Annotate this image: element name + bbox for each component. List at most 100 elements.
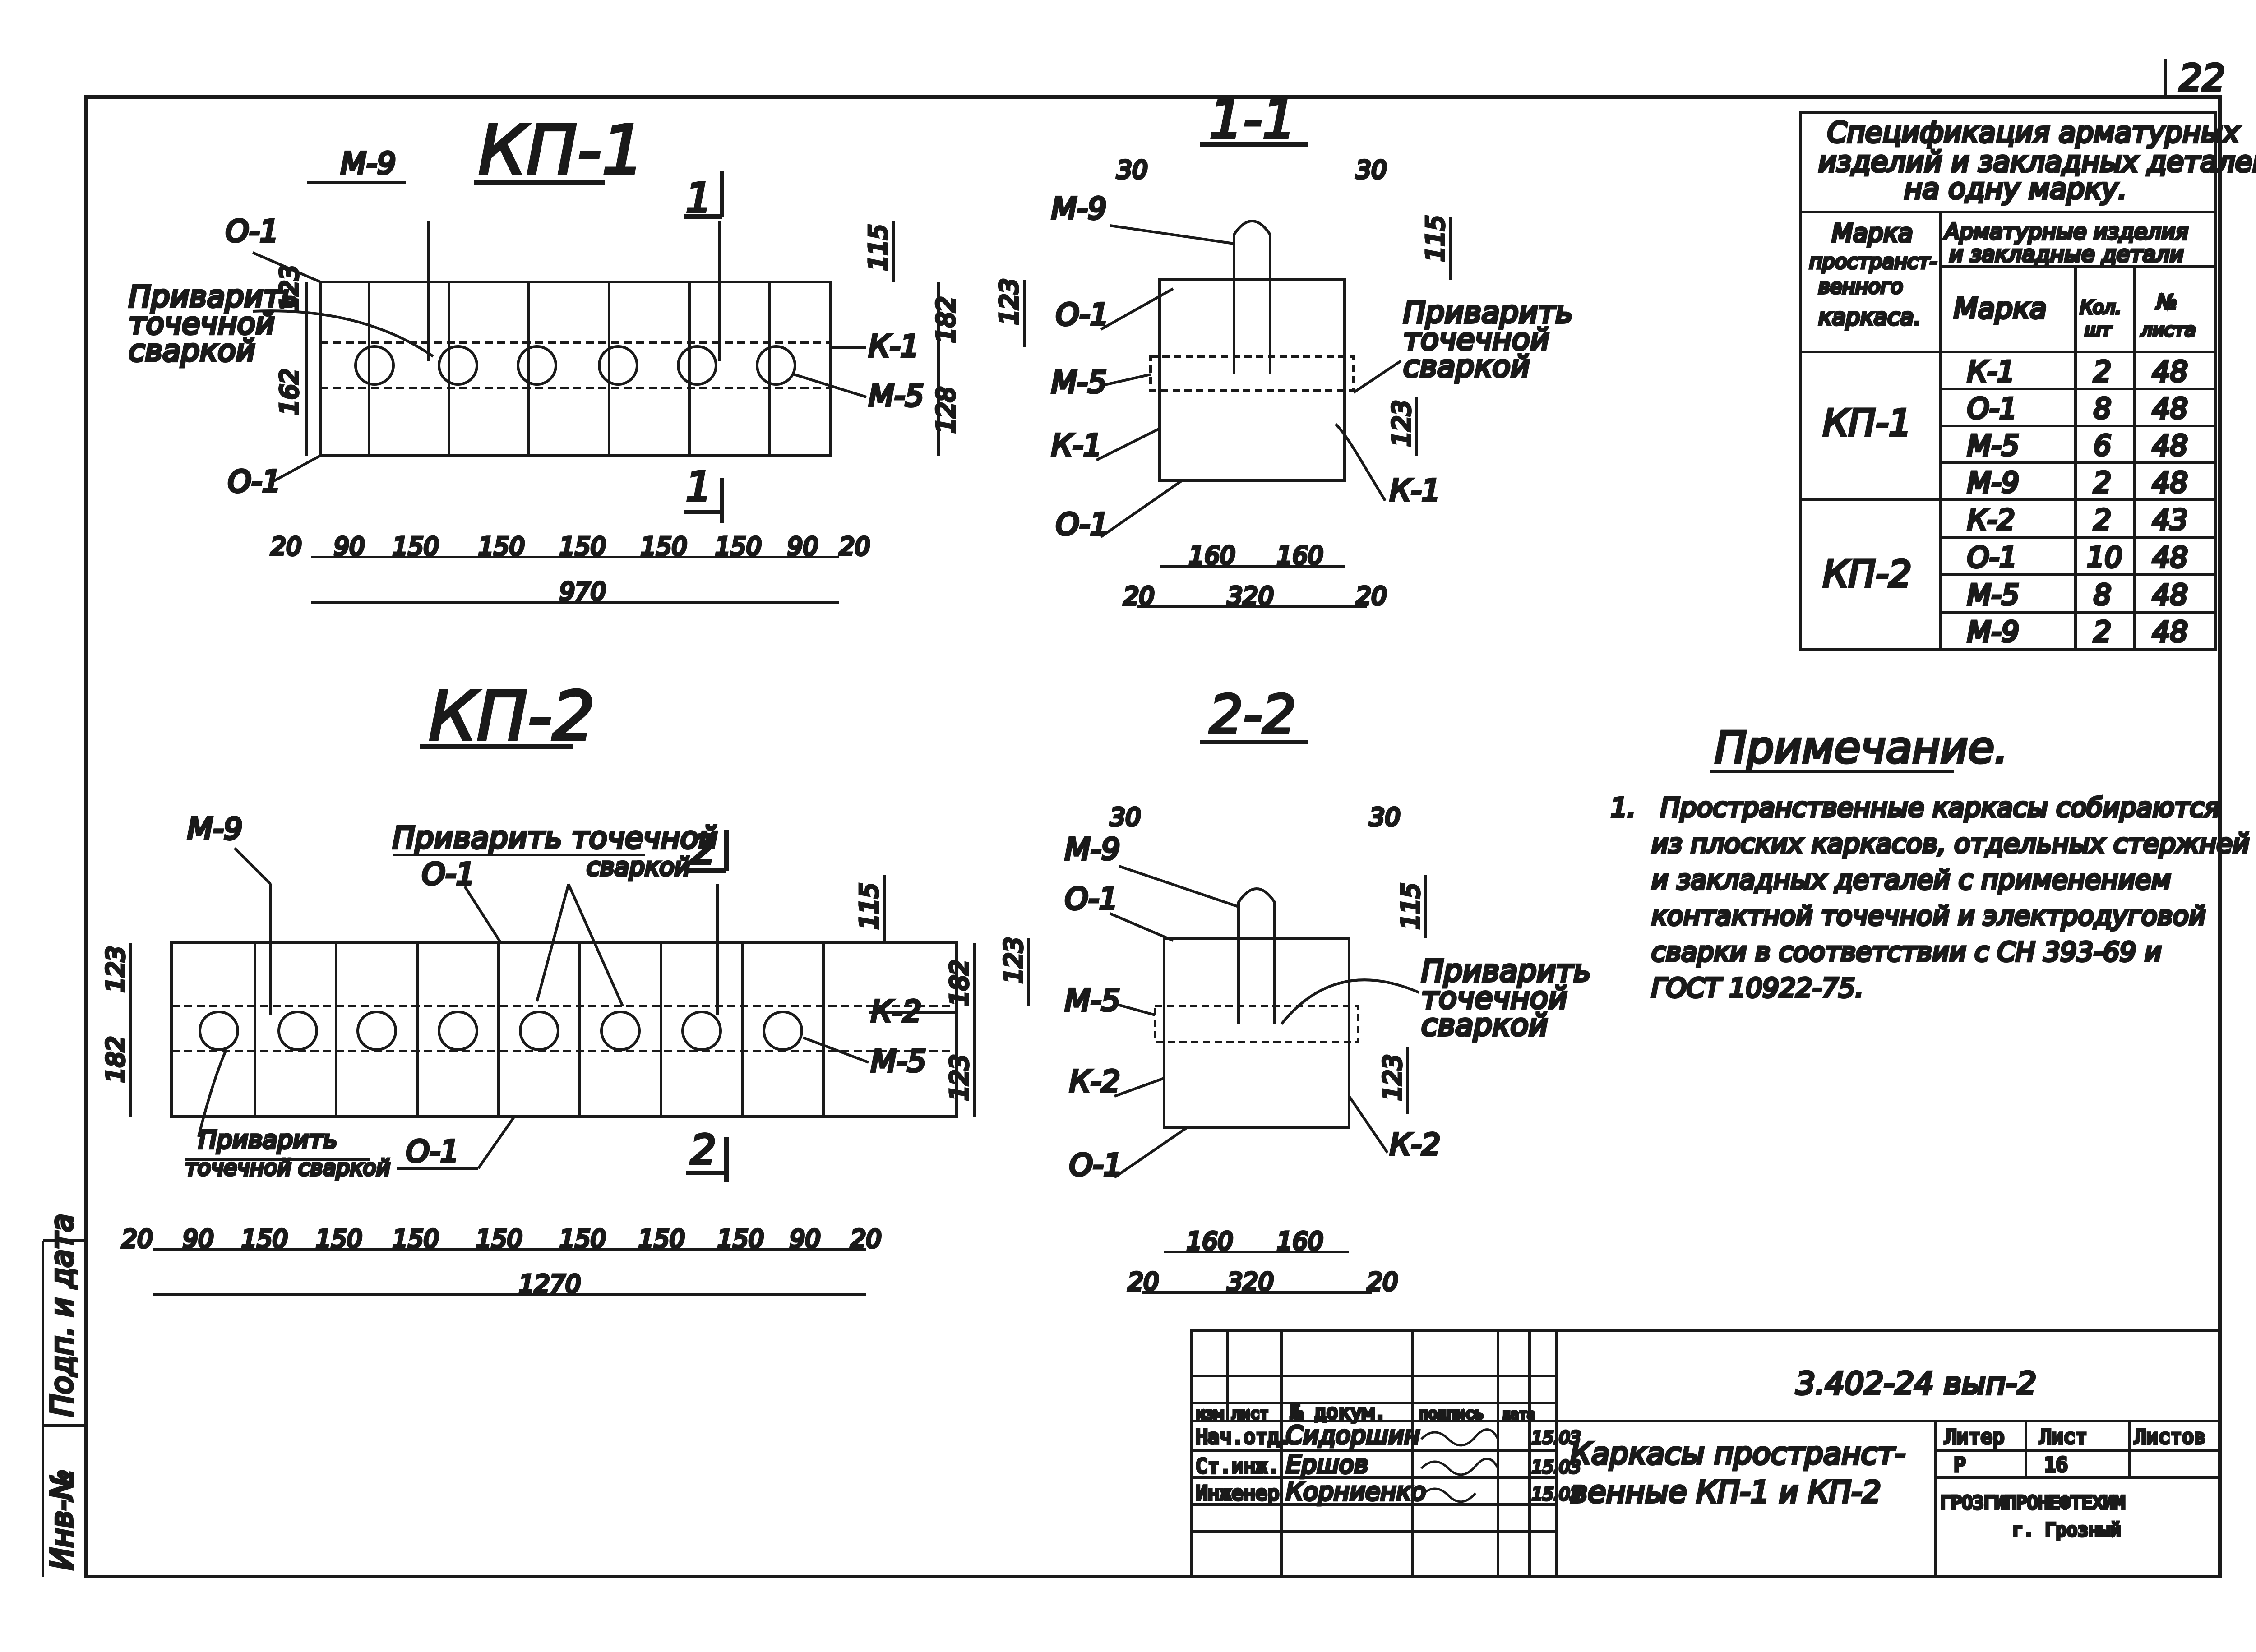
table-cell: 43 (2152, 503, 2188, 536)
table-cell: 8 (2094, 578, 2111, 611)
section-2-2-weld-3: сваркой (1421, 1008, 1548, 1043)
kp2-callout-m9: М-9 (187, 812, 243, 846)
tb-head-izm: изм (1196, 1405, 1223, 1423)
kp2-weld-top-1: Приварить точечной (393, 821, 718, 855)
kp2-dim-segments: 20 90 150 150 150 150 150 150 150 90 20 (120, 1223, 883, 1255)
tb-sheet: 16 (2044, 1454, 2068, 1477)
kp2-callout-m5: М-5 (871, 1044, 926, 1079)
section-2-2-callout-k2-left: К-2 (1069, 1064, 1120, 1099)
tb-document-code: 3.402-24 вып-2 (1796, 1366, 2036, 1402)
spec-col-sheet-1: № (2155, 291, 2177, 314)
kp2-callout-o1-top: О-1 (422, 857, 475, 891)
section-2-2-title: 2-2 (1209, 683, 1296, 746)
table-cell: 48 (2152, 615, 2188, 648)
spec-rows-kp2: К-2 2 43 О-1 10 48 М-5 8 48 М-9 2 48 (1966, 502, 2189, 650)
notes-line-6: ГОСТ 10922-75. (1651, 973, 1863, 1003)
section-2-2-dim-30a: 30 (1110, 803, 1141, 831)
spec-table-title-1: Спецификация арматурных (1827, 116, 2240, 149)
table-cell: М-9 (1967, 615, 2019, 648)
spec-col-sheet-2: листа (2140, 320, 2196, 341)
signature-2 (1420, 1458, 1499, 1476)
svg-text:150: 150 (393, 1225, 439, 1253)
svg-text:150: 150 (316, 1225, 362, 1253)
tb-head-list: лист (1232, 1405, 1269, 1423)
section-1-1-anchor (1233, 220, 1271, 374)
svg-text:150: 150 (638, 1225, 685, 1253)
tb-org-city: г. Грозный (2012, 1520, 2121, 1541)
kp2-embedded-plates (199, 1011, 803, 1051)
kp1-plan: КП-1 М-9 О-1 О-1 Приварить точечной св (127, 110, 962, 607)
table-cell: 48 (2152, 466, 2188, 499)
spec-col-frame-3: венного (1818, 275, 1903, 298)
section-1-1-callout-m5: М-5 (1051, 365, 1107, 400)
section-1-1-dim-123a: 123 (995, 278, 1023, 325)
table-cell: 6 (2094, 429, 2111, 462)
kp2-cut-top: 2 (690, 826, 716, 874)
section-2-2-callout-o1-bottom: О-1 (1069, 1148, 1123, 1182)
notes-line-1: Пространственные каркасы собираются (1660, 792, 2220, 823)
section-1-1-dim-20a: 20 (1123, 582, 1155, 610)
spec-table-title-3: на одну марку. (1904, 172, 2127, 205)
kp1-dim-segments: 20 90 150 150 150 150 150 90 20 (269, 531, 872, 562)
spec-col-frame-2: пространст- (1809, 250, 1937, 273)
table-cell: М-5 (1967, 429, 2019, 462)
table-cell: 48 (2152, 355, 2188, 388)
table-cell: О-1 (1967, 541, 2017, 574)
spec-col-frame-1: Марка (1832, 219, 1913, 247)
kp1-dim-182: 182 (932, 296, 960, 343)
title-block-border (1190, 1329, 2221, 1578)
section-2-2-weld-2: точечной (1421, 981, 1567, 1015)
table-cell: 48 (2152, 429, 2188, 462)
table-cell: О-1 (1967, 392, 2017, 425)
svg-text:150: 150 (559, 1225, 606, 1253)
section-2-2-callout-k2-right: К-2 (1390, 1127, 1441, 1162)
section-2-2-dim-123b: 123 (1378, 1054, 1407, 1101)
table-cell: 2 (2094, 615, 2111, 648)
svg-text:20: 20 (851, 1225, 882, 1253)
kp1-callout-m9: М-9 (341, 146, 396, 181)
spec-table-title-2: изделий и закладных деталей (1818, 145, 2256, 178)
svg-text:20: 20 (839, 532, 870, 561)
section-2-2-dim-20b: 20 (1367, 1268, 1398, 1296)
signature-3 (1420, 1487, 1476, 1503)
spec-rows-kp1: К-1 2 48 О-1 8 48 М-5 6 48 М-9 2 48 (1966, 354, 2189, 500)
spec-row-frame-kp2: КП-2 (1823, 553, 1912, 595)
section-1-1-dim-20b: 20 (1356, 582, 1387, 610)
kp2-dim-182b: 182 (945, 960, 974, 1006)
spec-col-frame-4: каркаса. (1818, 304, 1921, 330)
section-2-2-anchor (1237, 887, 1276, 1024)
kp1-weld-label-2: точечной (129, 306, 275, 341)
table-cell: 48 (2152, 392, 2188, 425)
tb-head-doc: № докум. (1290, 1401, 1386, 1424)
section-2-2-frame (1163, 937, 1350, 1129)
section-2-2-weld-1: Приварить (1421, 954, 1591, 988)
kp1-callout-m5: М-5 (869, 378, 924, 413)
notes-line-4: контактной точечной и электродуговой (1651, 900, 2206, 931)
svg-text:90: 90 (787, 532, 818, 561)
kp2-dim-115: 115 (855, 883, 883, 929)
table-cell: М-9 (1967, 466, 2019, 499)
section-1-1-weld-3: сваркой (1403, 349, 1530, 384)
tb-head-date: дата (1502, 1407, 1535, 1422)
section-2-2-dim-160b: 160 (1277, 1227, 1323, 1255)
kp2-dim-123b: 123 (945, 1054, 974, 1101)
section-1-1-plate (1149, 355, 1355, 392)
tb-name-3: Корниенко (1286, 1477, 1426, 1506)
side-stamp: Инв-№ Подп. и дата (42, 1212, 86, 1577)
tb-role-3: Инженер (1196, 1482, 1279, 1505)
kp2-cut-bottom: 2 (690, 1126, 716, 1174)
tb-name-1: Сидоршин (1286, 1421, 1420, 1449)
svg-text:90: 90 (183, 1225, 214, 1253)
kp1-posts (368, 221, 771, 456)
section-1-1-frame (1158, 278, 1346, 482)
svg-text:150: 150 (393, 532, 439, 561)
table-cell: К-1 (1967, 355, 2015, 388)
section-1-1-dim-30b: 30 (1356, 156, 1387, 184)
section-1-1-dim-115: 115 (1421, 215, 1450, 262)
table-cell: 10 (2087, 541, 2122, 574)
section-2-2-dim-115: 115 (1396, 883, 1425, 929)
kp1-title: КП-1 (478, 111, 645, 190)
table-cell: 2 (2094, 466, 2111, 499)
section-1-1-dim-160b: 160 (1277, 541, 1323, 570)
